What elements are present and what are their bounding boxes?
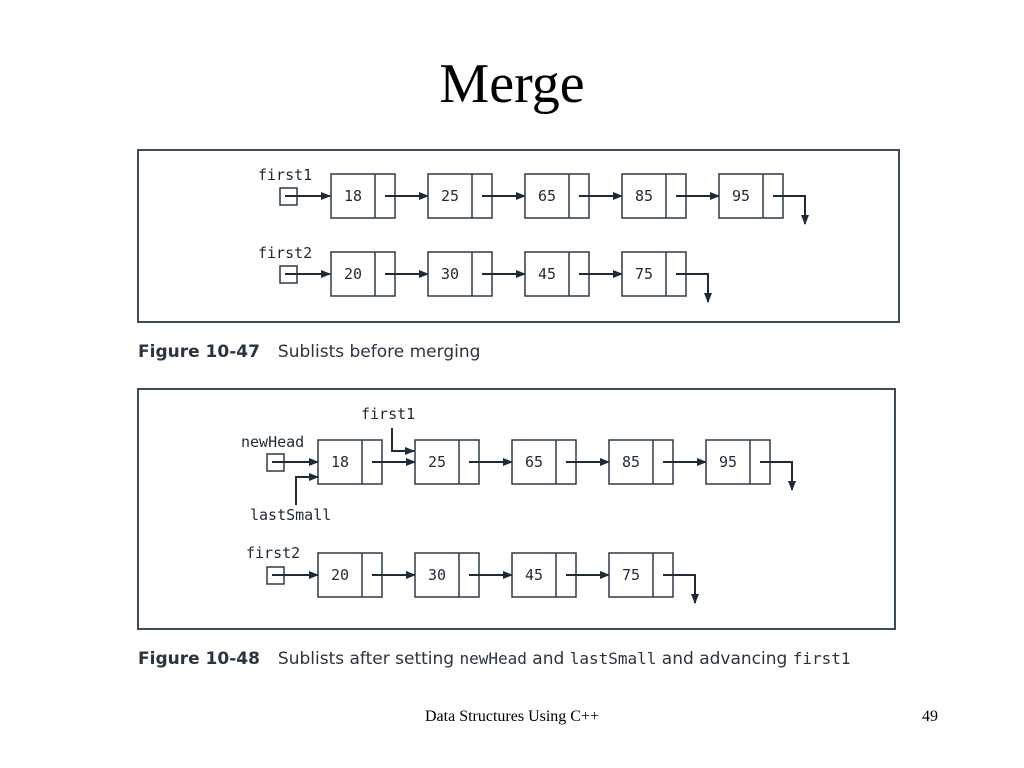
node-box xyxy=(427,173,493,219)
figure1-caption-number: Figure 10-47 xyxy=(138,342,260,362)
figure2-caption-code-newhead: newHead xyxy=(459,649,527,668)
fig1-list1-node-18: 18 xyxy=(330,173,429,219)
node-value: 18 xyxy=(344,187,362,205)
node-box xyxy=(330,251,396,297)
node-box xyxy=(705,439,771,485)
node-box xyxy=(608,439,674,485)
page-number: 49 xyxy=(922,708,938,725)
node-value: 75 xyxy=(622,566,640,584)
figure2-caption: Figure 10-48 Sublists after setting newHe… xyxy=(138,649,851,669)
node-box xyxy=(511,552,577,598)
first1-label-advanced: first1 xyxy=(361,405,415,423)
node-value: 18 xyxy=(331,453,349,471)
node-value: 25 xyxy=(441,187,459,205)
node-value: 85 xyxy=(622,453,640,471)
fig1-list1-node-85: 85 xyxy=(621,173,720,219)
node-value: 75 xyxy=(635,265,653,283)
node-box xyxy=(718,173,784,219)
null-link-arrow xyxy=(773,195,809,225)
null-link-arrow xyxy=(663,574,699,604)
figure2-list2: 20 30 45 75 xyxy=(317,552,699,604)
fig2-list1-node-65: 65 xyxy=(511,439,610,485)
node-box xyxy=(608,552,674,598)
fig2-list1-node-25: 25 xyxy=(414,439,513,485)
figure1-frame xyxy=(137,149,900,323)
lastsmall-label: lastSmall xyxy=(250,506,331,524)
fig1-list2-node-30: 30 xyxy=(427,251,526,297)
figure2-caption-code-lastsmall: lastSmall xyxy=(569,649,657,668)
null-link-arrow xyxy=(676,273,712,303)
fig1-list2-node-20: 20 xyxy=(330,251,429,297)
node-value: 30 xyxy=(441,265,459,283)
fig2-list2-node-20: 20 xyxy=(317,552,416,598)
figure1-caption-text: Sublists before merging xyxy=(277,342,481,362)
figure2-frame xyxy=(137,388,896,630)
figure2-caption-text-1: Sublists after setting xyxy=(277,649,460,669)
slide-footer: Data Structures Using C++ xyxy=(424,708,600,725)
node-value: 65 xyxy=(525,453,543,471)
lastsmall-arrow xyxy=(295,473,319,505)
figure1-list2: 20 30 45 75 xyxy=(330,251,712,303)
node-box xyxy=(621,173,687,219)
node-value: 25 xyxy=(428,453,446,471)
node-value: 65 xyxy=(538,187,556,205)
fig1-list2-node-75: 75 xyxy=(621,251,712,303)
fig2-list2-node-75: 75 xyxy=(608,552,699,604)
node-box xyxy=(317,552,383,598)
node-value: 95 xyxy=(732,187,750,205)
fig2-list1-node-85: 85 xyxy=(608,439,707,485)
figure2-list1: 18 25 65 85 95 xyxy=(317,439,796,491)
node-value: 45 xyxy=(525,566,543,584)
figure1-caption: Figure 10-47 Sublists before merging xyxy=(138,342,480,362)
fig2-list1-node-95: 95 xyxy=(705,439,796,491)
first2-label-fig2: first2 xyxy=(246,544,300,562)
null-link-arrow xyxy=(760,461,796,491)
figure1-list1: 18 25 65 85 95 xyxy=(330,173,809,225)
node-box xyxy=(427,251,493,297)
fig1-list2-node-45: 45 xyxy=(524,251,623,297)
newhead-label: newHead xyxy=(241,433,304,451)
node-box xyxy=(621,251,687,297)
fig1-list1-node-25: 25 xyxy=(427,173,526,219)
fig1-list1-node-95: 95 xyxy=(718,173,809,225)
figure2-caption-text-3: and advancing xyxy=(656,649,793,669)
first1-label: first1 xyxy=(258,166,312,184)
node-value: 45 xyxy=(538,265,556,283)
fig2-list2-node-45: 45 xyxy=(511,552,610,598)
node-box xyxy=(317,439,383,485)
figure2-caption-text-2: and xyxy=(526,649,570,669)
node-value: 85 xyxy=(635,187,653,205)
node-box xyxy=(524,173,590,219)
node-box xyxy=(414,439,480,485)
node-box xyxy=(511,439,577,485)
fig1-list1-node-65: 65 xyxy=(524,173,623,219)
node-value: 20 xyxy=(331,566,349,584)
node-box xyxy=(330,173,396,219)
fig2-list1-node-18: 18 xyxy=(317,439,416,485)
first1-advanced-arrow xyxy=(391,428,415,455)
node-value: 95 xyxy=(719,453,737,471)
first2-label: first2 xyxy=(258,244,312,262)
figure2-caption-code-first1: first1 xyxy=(792,649,851,668)
figure2-caption-number: Figure 10-48 xyxy=(138,649,260,669)
node-value: 20 xyxy=(344,265,362,283)
node-value: 30 xyxy=(428,566,446,584)
slide-title: Merge xyxy=(439,53,585,115)
node-box xyxy=(524,251,590,297)
fig2-list2-node-30: 30 xyxy=(414,552,513,598)
